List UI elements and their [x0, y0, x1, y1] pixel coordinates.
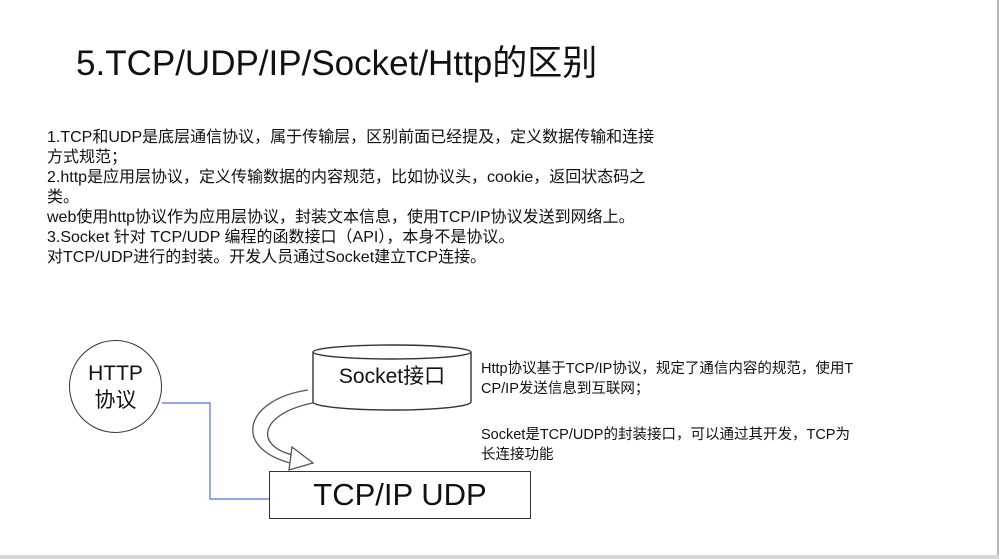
body-line: 2.http是应用层协议，定义传输数据的内容规范，比如协议头，cookie，返回…	[47, 169, 646, 186]
http-node-line2: 协议	[94, 388, 137, 412]
socket-to-tcp-curved-arrow-inner	[267, 401, 319, 457]
body-text: 1.TCP和UDP是底层通信协议，属于传输层，区别前面已经提及，定义数据传输和连…	[47, 128, 837, 268]
socket-cylinder-icon	[312, 344, 472, 411]
tcp-box-label: TCP/IP UDP	[313, 477, 487, 512]
socket-to-tcp-curved-arrow	[252, 389, 309, 467]
note-line: Http协议基于TCP/IP协议，规定了通信内容的规范，使用T	[481, 361, 854, 377]
body-line: 对TCP/UDP进行的封装。开发人员通过Socket建立TCP连接。	[47, 249, 487, 266]
note-line: 长连接功能	[481, 447, 554, 463]
http-to-tcp-connector	[162, 402, 269, 500]
note-line: Socket是TCP/UDP的封装接口，可以通过其开发，TCP为	[481, 427, 850, 443]
tcp-ip-udp-node: TCP/IP UDP	[269, 471, 531, 519]
slide-title: 5.TCP/UDP/IP/Socket/Http的区别	[76, 44, 598, 83]
body-line: 3.Socket 针对 TCP/UDP 编程的函数接口（API），本身不是协议。	[47, 229, 515, 246]
http-protocol-node: HTTP 协议	[69, 340, 162, 433]
body-line: 1.TCP和UDP是底层通信协议，属于传输层，区别前面已经提及，定义数据传输和连…	[47, 129, 655, 146]
bottom-border	[0, 555, 999, 559]
socket-note: Socket是TCP/UDP的封装接口，可以通过其开发，TCP为 长连接功能	[481, 425, 981, 465]
note-line: CP/IP发送信息到互联网；	[481, 381, 650, 397]
http-node-line1: HTTP	[88, 361, 143, 385]
http-note: Http协议基于TCP/IP协议，规定了通信内容的规范，使用T CP/IP发送信…	[481, 359, 981, 399]
body-line: web使用http协议作为应用层协议，封装文本信息，使用TCP/IP协议发送到网…	[47, 209, 635, 226]
socket-interface-label: Socket接口	[338, 365, 446, 388]
curved-arrow-head-icon	[288, 445, 315, 471]
right-border	[997, 0, 999, 559]
body-line: 方式规范；	[47, 149, 128, 166]
body-line: 类。	[47, 189, 80, 206]
